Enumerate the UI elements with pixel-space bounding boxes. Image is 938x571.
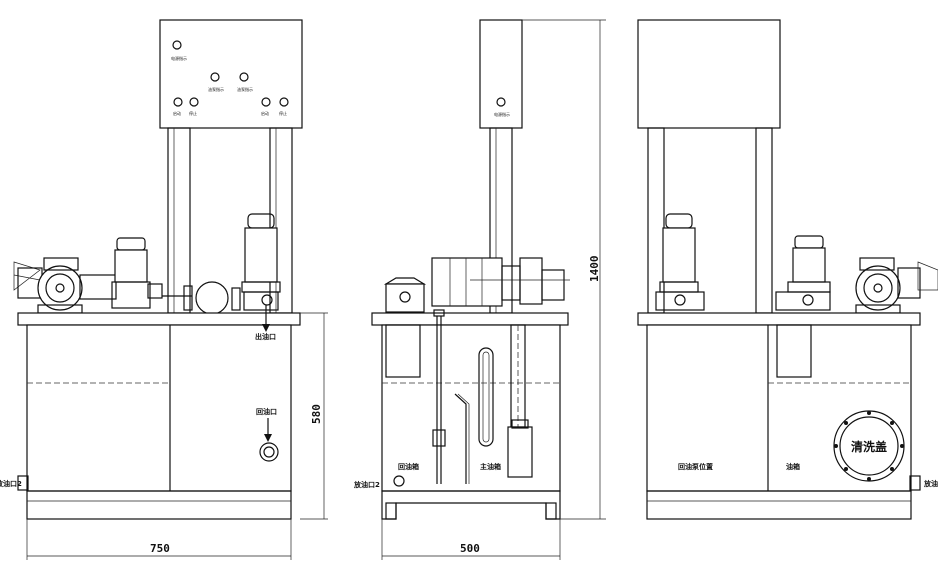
support-post bbox=[269, 127, 293, 314]
outlet-label: 出油口 bbox=[255, 332, 276, 341]
oil-filter bbox=[241, 213, 281, 311]
top-plate bbox=[637, 312, 921, 326]
motor bbox=[431, 257, 570, 307]
dim-width: 500 bbox=[460, 542, 480, 555]
arrow-icon bbox=[262, 324, 270, 332]
oil-filter bbox=[655, 213, 705, 311]
arrow-icon bbox=[264, 434, 272, 442]
panel-label: 电源指示 bbox=[494, 111, 510, 117]
return-tank-label: 回油箱 bbox=[398, 462, 419, 471]
control-box bbox=[637, 19, 781, 129]
oil-filter bbox=[111, 237, 163, 309]
indicator-light bbox=[210, 72, 220, 82]
panel-label: 电源指示 bbox=[171, 55, 187, 61]
support-post bbox=[755, 127, 773, 314]
cover-label: 清洗盖 bbox=[851, 439, 887, 454]
panel-label: 停止 bbox=[279, 110, 287, 116]
tank-body bbox=[26, 324, 292, 492]
tank-base bbox=[381, 490, 561, 520]
start-button bbox=[261, 97, 271, 107]
panel-label: 油泵指示 bbox=[208, 86, 224, 92]
top-plate bbox=[371, 312, 569, 326]
indicator-light bbox=[496, 97, 506, 107]
panel-label: 启动 bbox=[261, 110, 269, 116]
drain-label: 放油口2 bbox=[0, 479, 22, 488]
drain-port bbox=[393, 475, 405, 487]
rear-view: 清洗盖 回油泵位置 油箱 放油 bbox=[637, 19, 938, 520]
drain-label: 放油口2 bbox=[353, 480, 380, 489]
cleaning-cover: 清洗盖 bbox=[833, 410, 905, 482]
control-box bbox=[479, 19, 523, 129]
dim-height: 1400 bbox=[588, 256, 601, 283]
indicator-light bbox=[172, 40, 182, 50]
drain-port bbox=[17, 475, 29, 491]
suction-filter bbox=[507, 426, 533, 478]
panel-label: 启动 bbox=[173, 110, 181, 116]
stop-button bbox=[189, 97, 199, 107]
pump-position-label: 回油泵位置 bbox=[678, 462, 713, 471]
tank-label: 油箱 bbox=[786, 462, 800, 471]
tank-base bbox=[26, 490, 292, 520]
front-view: 电源指示 油泵指示 油泵指示 启动 停止 启动 停止 bbox=[0, 19, 328, 560]
top-plate bbox=[17, 312, 301, 326]
panel-label: 停止 bbox=[189, 110, 197, 116]
level-gauge bbox=[478, 347, 494, 447]
return-label: 回油口 bbox=[256, 407, 277, 416]
support-post bbox=[167, 127, 191, 314]
motor-pump bbox=[13, 257, 117, 314]
start-button bbox=[173, 97, 183, 107]
dim-width: 750 bbox=[150, 542, 170, 555]
oil-filter bbox=[775, 235, 831, 311]
stop-button bbox=[279, 97, 289, 107]
pump bbox=[383, 277, 427, 313]
main-tank-label: 主油箱 bbox=[480, 462, 501, 471]
drain-port bbox=[909, 475, 921, 491]
side-view: 电源指示 bbox=[353, 19, 606, 560]
tank-base bbox=[646, 490, 912, 520]
dim-height: 580 bbox=[310, 404, 323, 424]
control-box bbox=[159, 19, 303, 129]
motor-pump bbox=[855, 257, 938, 314]
drain-label: 放油 bbox=[923, 479, 938, 488]
return-port bbox=[259, 442, 279, 462]
support-post bbox=[647, 127, 665, 314]
indicator-light bbox=[239, 72, 249, 82]
panel-label: 油泵指示 bbox=[237, 86, 253, 92]
